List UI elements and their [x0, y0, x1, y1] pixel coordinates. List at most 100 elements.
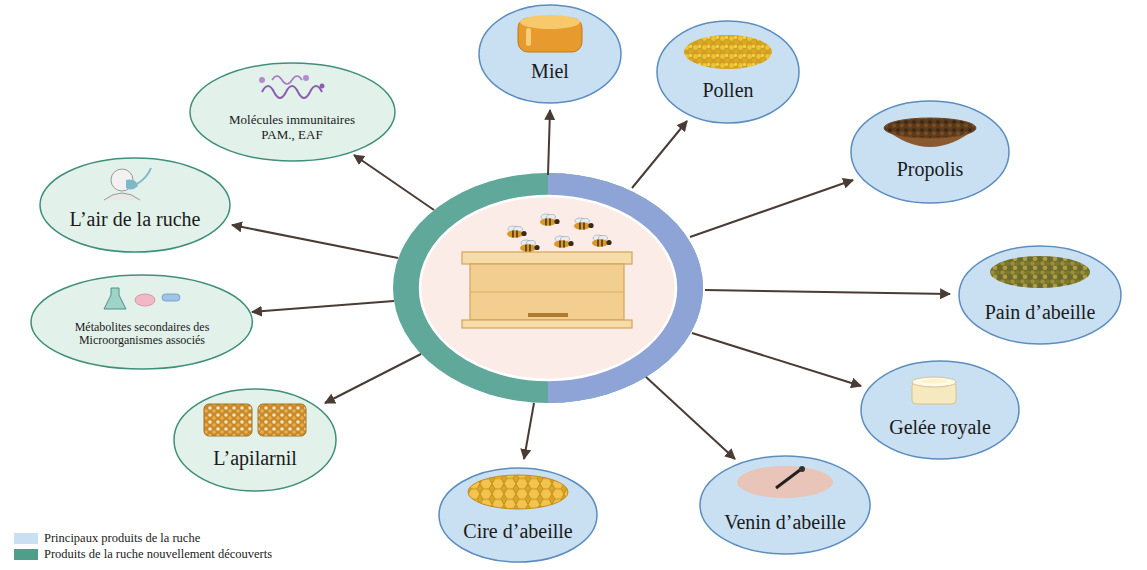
ellipse-outline	[190, 63, 395, 161]
hive-box	[470, 292, 624, 293]
apilarnil-combs	[258, 404, 306, 436]
product-ellipse: Propolis	[850, 100, 1010, 204]
mask-person	[126, 180, 138, 190]
hive-ring	[393, 173, 703, 403]
royal-jelly	[921, 379, 947, 384]
honey-jar	[526, 28, 531, 46]
product-ellipse: L’apilarnil	[173, 388, 337, 492]
ellipse-outline	[860, 360, 1020, 460]
arrow	[646, 377, 735, 459]
ellipse-outline	[851, 101, 1009, 203]
mask-person	[104, 193, 140, 200]
molecule-icon	[259, 77, 265, 83]
label-box: Pollen	[702, 79, 753, 102]
product-label: Miel	[531, 60, 569, 83]
honey-jar	[518, 15, 582, 52]
ellipse-outline	[657, 21, 799, 123]
ellipse-outline	[699, 455, 871, 555]
royal-jelly	[912, 377, 956, 404]
label-box: Molécules immunitaires PAM., EAF	[222, 113, 362, 143]
ellipse-outline	[39, 157, 231, 253]
ellipse-outline	[850, 100, 1010, 204]
bee-icon	[520, 240, 540, 252]
molecule-icon	[320, 84, 325, 89]
product-label: Pain d’abeille	[985, 301, 1096, 324]
arrow	[632, 121, 687, 188]
product-label: Venin d’abeille	[724, 511, 846, 534]
product-ellipse: Molécules immunitaires PAM., EAF	[189, 62, 396, 162]
arrow	[548, 110, 550, 175]
label-box: Métabolites secondaires des Microorganis…	[59, 321, 224, 349]
royal-jelly	[912, 382, 956, 404]
ellipse-outline	[40, 158, 230, 252]
honey-jar	[518, 18, 582, 52]
mask-person	[111, 169, 133, 191]
hive-box	[462, 252, 632, 264]
ellipse-outline	[478, 4, 622, 104]
bee-stinger	[737, 466, 833, 498]
product-ellipse: Gelée royale	[860, 360, 1020, 460]
legend-row: Principaux produits de la ruche	[14, 530, 272, 546]
hive-box	[528, 313, 568, 317]
bee-icon	[554, 236, 574, 248]
propolis-bowl	[884, 118, 976, 147]
bee-icon	[507, 214, 612, 252]
bee-icon	[540, 214, 560, 226]
molecule-icon	[262, 86, 322, 98]
product-ellipse: Métabolites secondaires des Microorganis…	[30, 274, 253, 370]
label-box: L’air de la ruche	[70, 208, 201, 231]
bee-icon	[592, 235, 612, 247]
product-label: Pollen	[702, 79, 753, 102]
hive-box	[462, 252, 632, 328]
label-box: Pain d’abeille	[985, 301, 1096, 324]
bee-stinger	[737, 466, 833, 498]
ellipse-outline	[438, 467, 598, 563]
ellipse-outline	[189, 62, 396, 162]
arrow	[232, 110, 950, 459]
ellipse-outline	[173, 388, 337, 492]
apilarnil-combs	[204, 404, 252, 436]
royal-jelly	[912, 377, 956, 387]
propolis-bowl	[884, 128, 976, 147]
product-ellipse: Miel	[478, 4, 622, 104]
bee-icon	[507, 226, 527, 238]
arrow	[692, 333, 861, 386]
arrow	[690, 180, 853, 237]
label-box: Venin d’abeille	[724, 511, 846, 534]
ellipse-outline	[959, 246, 1121, 344]
label-box: L’apilarnil	[213, 447, 297, 470]
legend-row: Produits de la ruche nouvellement découv…	[14, 546, 272, 562]
bee-icon	[574, 218, 594, 230]
apilarnil-combs	[204, 404, 306, 436]
legend-text: Principaux produits de la ruche	[44, 531, 200, 546]
ellipse-outline	[700, 456, 870, 554]
molecule-icon	[303, 75, 309, 81]
hive-ring	[548, 173, 703, 403]
arrow	[325, 354, 421, 403]
ellipse-outline	[479, 5, 621, 103]
label-box: Cire d’abeille	[463, 520, 572, 543]
product-ellipse: Pollen	[656, 20, 800, 124]
microbe-icons	[162, 294, 180, 301]
ellipse-outline	[958, 245, 1122, 345]
legend-swatch	[14, 533, 38, 544]
bee-stinger	[799, 466, 805, 472]
ellipse-outline	[439, 468, 597, 562]
ellipse-outline	[656, 20, 800, 124]
hive-box	[470, 264, 624, 320]
label-box: Gelée royale	[889, 416, 991, 439]
product-label: Gelée royale	[889, 416, 991, 439]
ellipse-outline	[174, 389, 336, 491]
arrow	[232, 225, 398, 258]
product-ellipse: Cire d’abeille	[438, 467, 598, 563]
microbe-icons	[104, 288, 180, 309]
ellipse-outline	[861, 361, 1019, 459]
molecule-icon	[272, 76, 302, 84]
hive-ring	[393, 173, 703, 403]
hive-box	[462, 320, 632, 328]
microbe-icons	[135, 294, 155, 306]
beeswax-comb	[468, 475, 568, 509]
legend-text: Produits de la ruche nouvellement découv…	[44, 547, 272, 562]
label-box: Miel	[531, 60, 569, 83]
product-label: L’apilarnil	[213, 447, 297, 470]
